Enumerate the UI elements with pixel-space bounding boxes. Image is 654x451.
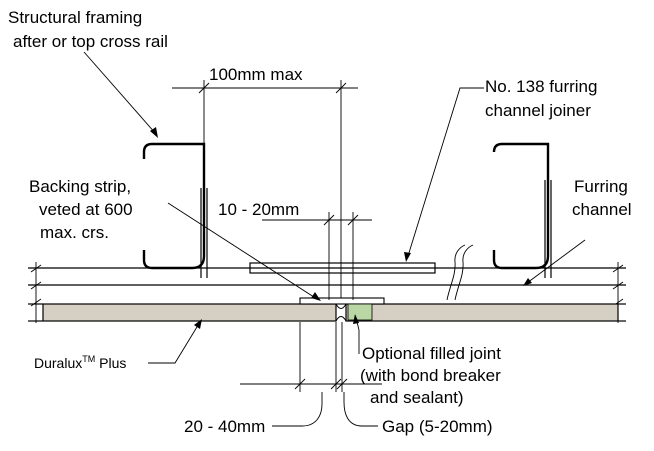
furring-channel-joiner — [249, 262, 436, 274]
gap-label: Gap (5-20mm) — [382, 417, 493, 436]
annotation-optional-joint: Optional filled joint (with bond breaker… — [360, 344, 501, 407]
annotation-backing-strip: Backing strip, veted at 600 max. crs. — [29, 177, 133, 242]
stud-left — [142, 142, 208, 278]
annotation-furring-channel: Furring channel — [572, 177, 632, 219]
furring-joiner-label-2: channel joiner — [485, 101, 591, 120]
annotation-structural-framing: Structural framing after or top cross ra… — [8, 8, 168, 51]
dimension-10-20mm — [262, 212, 372, 300]
sealant-filler — [347, 303, 373, 321]
structural-framing-label-1: Structural framing — [8, 8, 142, 27]
backing-strip-label-3: max. crs. — [40, 223, 109, 242]
break-line — [446, 244, 474, 301]
leaders — [83, 51, 586, 427]
board-right — [345, 303, 619, 322]
annotation-furring-joiner: No. 138 furring channel joiner — [485, 77, 597, 120]
furring-channel-label-2: channel — [572, 200, 632, 219]
dimension-20-40mm-label: 20 - 40mm — [184, 417, 265, 436]
optional-joint-label-2: (with bond breaker — [360, 366, 501, 385]
furring-channel-label-1: Furring — [574, 177, 628, 196]
duralux-label: DuraluxTM Plus — [34, 354, 126, 371]
duralux-board — [28, 303, 626, 322]
structural-framing-label-2: after or top cross rail — [13, 32, 168, 51]
optional-joint-label-1: Optional filled joint — [362, 344, 501, 363]
dimension-100mm — [172, 80, 358, 298]
duralux-name: Duralux — [34, 355, 82, 371]
dimension-10-20mm-label: 10 - 20mm — [218, 200, 299, 219]
backing-strip-label-2: veted at 600 — [39, 200, 133, 219]
furring-joiner-label-1: No. 138 furring — [485, 77, 597, 96]
duralux-suffix: Plus — [95, 355, 126, 371]
duralux-tm: TM — [82, 354, 95, 364]
board-left — [42, 303, 337, 322]
dimension-100mm-label: 100mm max — [209, 65, 303, 84]
backing-strip-label-1: Backing strip, — [29, 177, 131, 196]
filled-joint — [335, 303, 373, 322]
stud-right — [492, 142, 552, 278]
backing-strip — [299, 297, 385, 305]
dimension-20-40mm — [240, 322, 382, 392]
optional-joint-label-3: and sealant) — [370, 388, 464, 407]
